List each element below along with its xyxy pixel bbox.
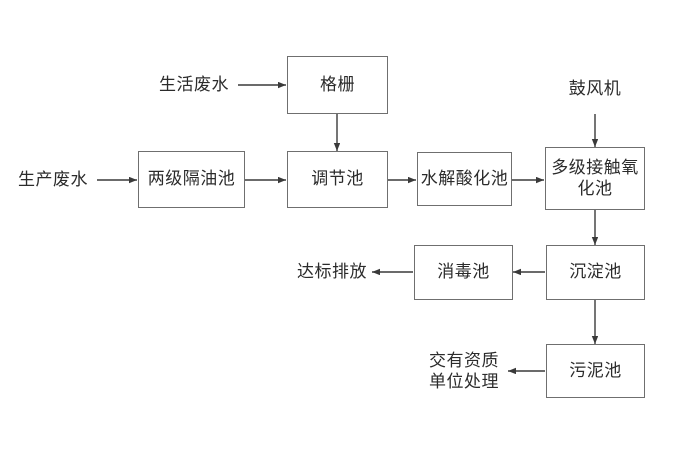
node-regulating-tank-label: 调节池 [311,169,364,189]
label-qualified-unit-disposal: 交有资质 单位处理 [429,351,499,391]
node-sedimentation-tank-label: 沉淀池 [569,262,622,282]
node-sludge-tank[interactable]: 污泥池 [546,344,645,398]
node-regulating-tank[interactable]: 调节池 [287,151,388,208]
node-sludge-tank-label: 污泥池 [569,360,622,380]
node-grid-label: 格栅 [320,74,355,94]
node-disinfection-tank-label: 消毒池 [437,262,490,282]
node-two-stage-oil-tank-label: 两级隔油池 [147,169,236,189]
node-two-stage-oil-tank[interactable]: 两级隔油池 [138,151,245,208]
node-hydrolysis-acidification-tank-label: 水解酸化池 [420,168,509,188]
label-production-wastewater: 生产废水 [18,169,88,189]
node-sedimentation-tank[interactable]: 沉淀池 [546,245,645,300]
node-multistage-contact-oxidation-tank-label: 多级接触氧 化池 [551,157,639,198]
node-grid[interactable]: 格栅 [287,56,388,114]
label-blower: 鼓风机 [568,78,622,98]
label-domestic-wastewater: 生活废水 [159,74,229,94]
label-compliant-discharge: 达标排放 [297,261,367,281]
node-hydrolysis-acidification-tank[interactable]: 水解酸化池 [417,152,512,206]
node-multistage-contact-oxidation-tank[interactable]: 多级接触氧 化池 [545,147,645,210]
node-disinfection-tank[interactable]: 消毒池 [414,245,513,300]
